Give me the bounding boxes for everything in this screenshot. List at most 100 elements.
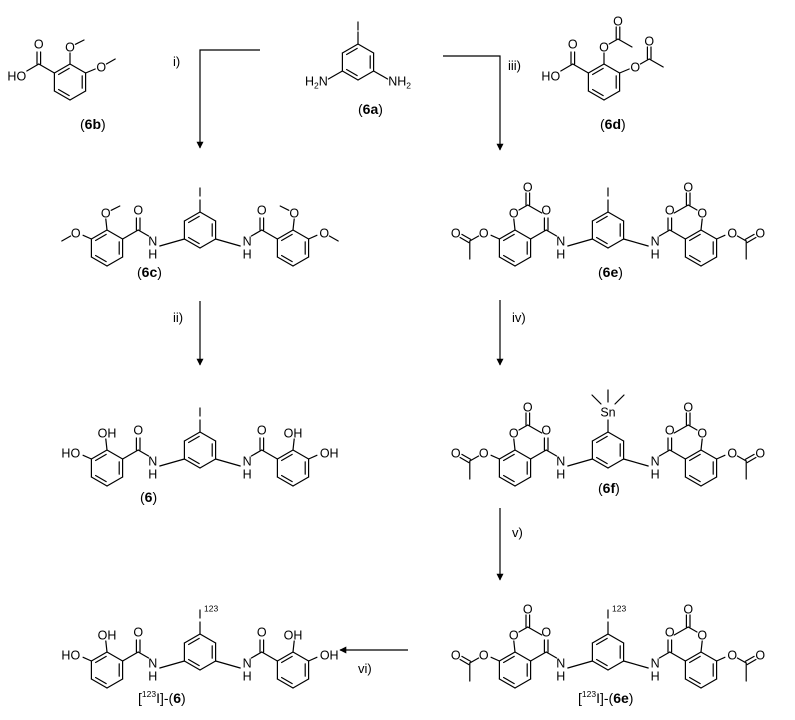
compound-label-6: (6) xyxy=(140,489,157,505)
compound-6-left-arm-amide-n: N xyxy=(148,455,157,469)
compound-6a-amine-left: H2N xyxy=(305,75,328,91)
compound-6f-left-arm-acetoxy-o2: O xyxy=(509,427,519,441)
compound-123I-6e-left-arm-acetoxy-o3: O xyxy=(479,649,489,663)
compound-123I-6-right-arm-amide-n: N xyxy=(243,657,252,671)
acetyl-carbonyl-o: O xyxy=(755,649,765,663)
compound-6e-left-arm-carbonyl-o: O xyxy=(541,204,551,218)
compound-6d-acetoxy-o3: O xyxy=(630,61,640,75)
compound-6f xyxy=(459,389,757,487)
compound-label-6b: (6b) xyxy=(80,116,106,132)
compound-123I-6-left-arm-amide-h: H xyxy=(148,670,157,684)
compound-label-123I-6e: [123I]-(6e) xyxy=(578,689,633,706)
compound-6d-carbonyl-o: O xyxy=(568,38,578,52)
compound-6b-carbonyl-o: O xyxy=(34,38,44,52)
compound-6e-right-arm-acetoxy-o3: O xyxy=(727,227,737,241)
compound-123I-6-right-arm-carbonyl-o: O xyxy=(257,626,267,640)
compound-123I-6e-right-arm-amide-n: N xyxy=(651,657,660,671)
compound-6a-amine-right: NH2 xyxy=(388,75,411,91)
compound-123I-6e-right-arm-acetoxy-o3: O xyxy=(727,649,737,663)
compound-123I-6 xyxy=(82,621,318,689)
reaction-arrows xyxy=(196,49,504,654)
compound-6f-right-arm-acetoxy-o3: O xyxy=(727,447,737,461)
compound-6e-left-arm-amide-n: N xyxy=(556,235,565,249)
compound-6b xyxy=(26,39,116,101)
compound-6d-acetoxy-o2: O xyxy=(599,41,609,55)
arrow-step-i xyxy=(196,49,260,149)
compound-6-right-arm-hydroxy-2: OH xyxy=(284,427,303,441)
compound-123I-6-right-arm-amide-h: H xyxy=(243,670,252,684)
compound-6f-left-arm-amide-n: N xyxy=(556,455,565,469)
acetyl-carbonyl-o: O xyxy=(644,35,654,49)
compound-123I-6e-iodine-123: I xyxy=(606,608,609,622)
compound-6e-right-arm-carbonyl-o: O xyxy=(665,204,675,218)
step-label-iv: iv) xyxy=(512,310,526,325)
compound-6-left-arm-amide-h: H xyxy=(148,468,157,482)
compound-123I-6-left-arm-hydroxy-2: OH xyxy=(98,629,117,643)
compound-123I-6-isotope-mass: 123 xyxy=(204,604,218,614)
compound-6-right-arm-carbonyl-o: O xyxy=(257,424,267,438)
compound-6c-right-arm-amide-n: N xyxy=(243,235,252,249)
compound-6-left-arm-carbonyl-o: O xyxy=(133,424,143,438)
compound-6d xyxy=(560,26,664,101)
compound-123I-6e-right-arm-carbonyl-o: O xyxy=(665,626,675,640)
compound-6-right-arm-amide-h: H xyxy=(243,468,252,482)
compound-6c-right-arm-methoxy-o3: O xyxy=(319,227,329,241)
compound-label-6e: (6e) xyxy=(598,264,623,280)
compound-6c-left-arm-amide-h: H xyxy=(148,248,157,262)
compound-6e-left-arm-amide-h: H xyxy=(556,248,565,262)
compound-6c-left-arm-amide-n: N xyxy=(148,235,157,249)
compound-123I-6e-left-arm-amide-n: N xyxy=(556,657,565,671)
step-label-v: v) xyxy=(512,525,523,540)
compound-6b-acid-oh: HO xyxy=(7,70,26,84)
compound-label-6c: (6c) xyxy=(137,264,162,280)
arrow-step-iii xyxy=(443,55,504,151)
acetyl-carbonyl-o: O xyxy=(451,649,461,663)
compound-6f-left-arm-carbonyl-o: O xyxy=(541,424,551,438)
compound-6f-right-arm-carbonyl-o: O xyxy=(665,424,675,438)
compound-123I-6e-left-arm-acetoxy-o2: O xyxy=(509,629,519,643)
compound-6c-iodine: I xyxy=(198,186,201,200)
compound-123I-6e-left-arm-amide-h: H xyxy=(556,670,565,684)
acetyl-carbonyl-o: O xyxy=(523,181,533,195)
compound-6-right-arm-amide-n: N xyxy=(243,455,252,469)
compound-6-right-arm-hydroxy-3: OH xyxy=(320,447,339,461)
acetyl-carbonyl-o: O xyxy=(755,447,765,461)
compound-6c-right-arm-carbonyl-o: O xyxy=(257,204,267,218)
acetyl-carbonyl-o: O xyxy=(523,401,533,415)
compound-6-left-arm-hydroxy-2: OH xyxy=(98,427,117,441)
compound-6-iodine: I xyxy=(198,406,201,420)
compound-123I-6e-right-arm-acetoxy-o2: O xyxy=(697,629,707,643)
compound-6a-iodine: I xyxy=(356,20,359,34)
step-label-ii: ii) xyxy=(173,310,183,325)
compound-6c-right-arm-amide-h: H xyxy=(243,248,252,262)
step-label-iii: iii) xyxy=(508,58,521,73)
compound-label-123I-6: [123I]-(6) xyxy=(138,689,186,706)
compound-6e-right-arm-amide-n: N xyxy=(651,235,660,249)
compound-6c xyxy=(61,199,339,267)
compound-label-6a: (6a) xyxy=(358,101,383,117)
compound-6e-iodine: I xyxy=(606,186,609,200)
compound-6c-left-arm-methoxy-o2: O xyxy=(101,207,111,221)
compound-123I-6-left-arm-carbonyl-o: O xyxy=(133,626,143,640)
acetyl-carbonyl-o: O xyxy=(755,227,765,241)
acetyl-carbonyl-o: O xyxy=(683,181,693,195)
compound-6e-right-arm-amide-h: H xyxy=(651,248,660,262)
compound-6c-right-arm-methoxy-o2: O xyxy=(289,207,299,221)
compound-123I-6e-isotope-mass: 123 xyxy=(612,604,626,614)
acetyl-carbonyl-o: O xyxy=(451,447,461,461)
compound-label-6f: (6f) xyxy=(598,480,620,496)
compound-6b-methoxy-o3: O xyxy=(96,61,106,75)
compound-6e-left-arm-acetoxy-o2: O xyxy=(509,207,519,221)
compound-6e-left-arm-acetoxy-o3: O xyxy=(479,227,489,241)
compound-label-6d: (6d) xyxy=(600,116,626,132)
compound-6f-left-arm-acetoxy-o3: O xyxy=(479,447,489,461)
compound-6 xyxy=(82,419,318,487)
compound-123I-6e-right-arm-amide-h: H xyxy=(651,670,660,684)
acetyl-carbonyl-o: O xyxy=(451,227,461,241)
compound-123I-6-iodine-123: I xyxy=(198,608,201,622)
compound-6f-left-arm-amide-h: H xyxy=(556,468,565,482)
compound-123I-6-right-arm-hydroxy-3: OH xyxy=(320,649,339,663)
step-label-vi: vi) xyxy=(358,661,372,676)
compound-6e xyxy=(459,192,757,267)
